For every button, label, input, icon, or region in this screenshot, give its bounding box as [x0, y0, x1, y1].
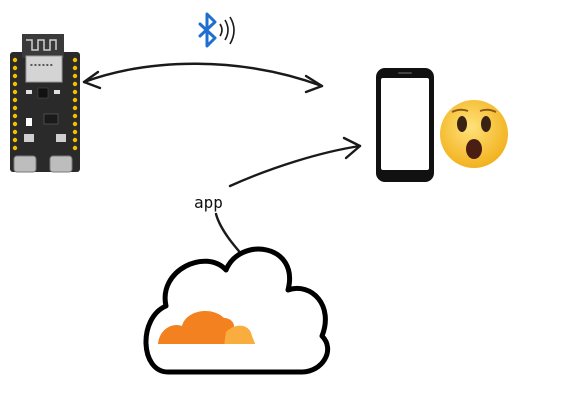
surprised-face-icon [440, 100, 508, 168]
app-edge-label: app [194, 193, 223, 212]
bluetooth-icon [198, 12, 235, 48]
bluetooth-link-arrow [82, 62, 324, 94]
smartphone-icon [376, 68, 434, 182]
microcontroller-board-icon: ▪ ▪ ▪ ▪ ▪ ▪ [10, 34, 80, 173]
cloudflare-cloud-icon [143, 246, 330, 375]
svg-text:▪ ▪ ▪ ▪ ▪ ▪: ▪ ▪ ▪ ▪ ▪ ▪ [30, 62, 53, 67]
